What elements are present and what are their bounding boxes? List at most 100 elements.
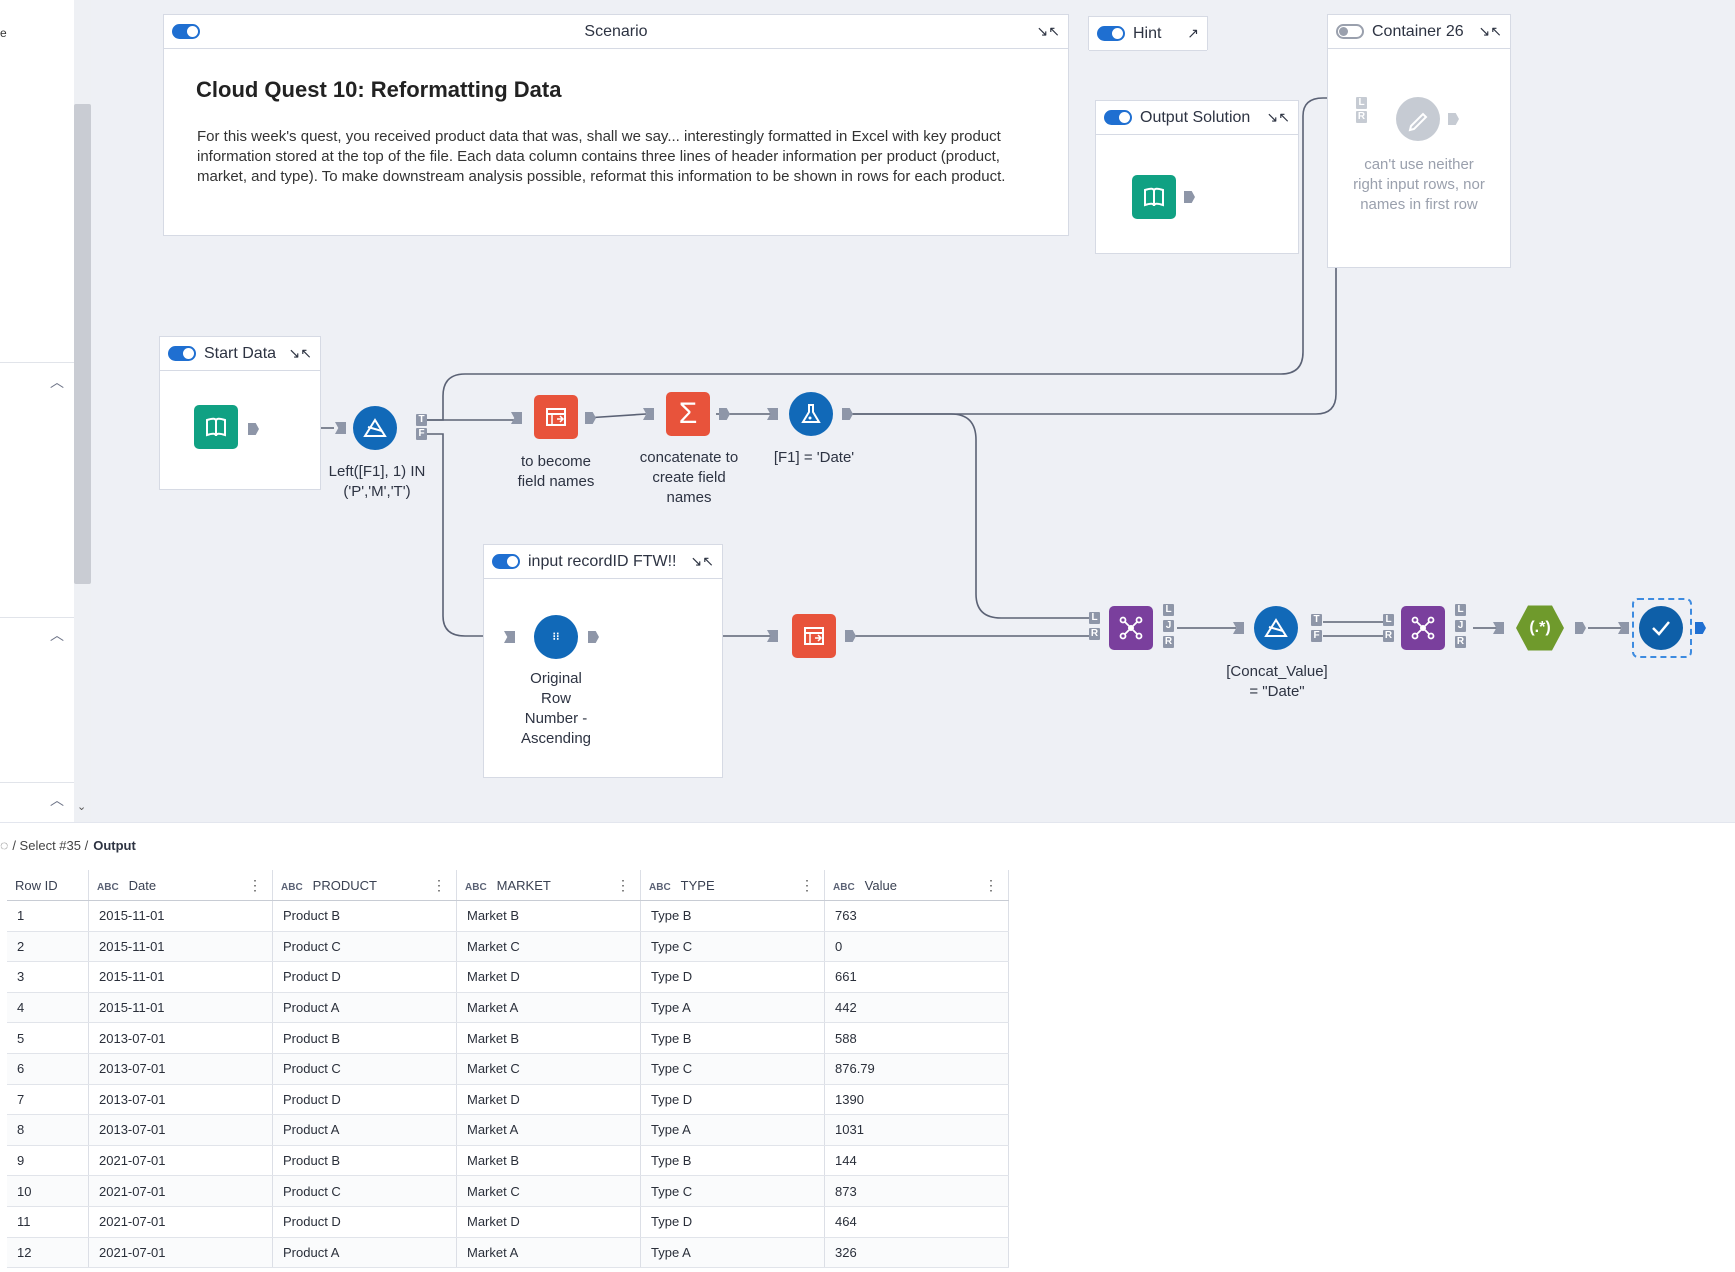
- table-cell[interactable]: Type C: [640, 1175, 825, 1207]
- output-anchor[interactable]: [842, 408, 853, 420]
- anchor-r[interactable]: R: [1356, 111, 1367, 123]
- table-cell[interactable]: 3: [7, 961, 89, 993]
- table-cell[interactable]: 6: [7, 1053, 89, 1085]
- table-cell[interactable]: 1: [7, 900, 89, 932]
- expand-icon[interactable]: ↗: [1187, 25, 1199, 41]
- anchor-j[interactable]: J: [1455, 620, 1466, 632]
- table-cell[interactable]: 763: [824, 900, 1009, 932]
- table-cell[interactable]: Market C: [456, 931, 641, 963]
- column-menu-icon[interactable]: ⋮: [616, 877, 630, 893]
- column-menu-icon[interactable]: ⋮: [984, 877, 998, 893]
- start-data-container[interactable]: Start Data ↘↖: [159, 336, 321, 490]
- output-anchor[interactable]: [719, 408, 730, 420]
- input-data-tool[interactable]: [194, 405, 238, 449]
- table-cell[interactable]: 2015-11-01: [88, 992, 273, 1024]
- scenario-container[interactable]: Scenario ↘↖ Cloud Quest 10: Reformatting…: [163, 14, 1069, 236]
- input-recordid-toggle[interactable]: [492, 554, 520, 569]
- table-cell[interactable]: 876.79: [824, 1053, 1009, 1085]
- container-26-header[interactable]: Container 26 ↘↖: [1328, 15, 1510, 49]
- scroll-down-icon[interactable]: ⌄: [77, 801, 87, 813]
- column-menu-icon[interactable]: ⋮: [800, 877, 814, 893]
- anchor-r[interactable]: R: [1383, 630, 1394, 642]
- table-cell[interactable]: Type B: [640, 900, 825, 932]
- table-cell[interactable]: Market D: [456, 1206, 641, 1238]
- table-cell[interactable]: 2021-07-01: [88, 1237, 273, 1269]
- table-cell[interactable]: Product A: [272, 1114, 457, 1146]
- table-cell[interactable]: 873: [824, 1175, 1009, 1207]
- table-cell[interactable]: Market D: [456, 961, 641, 993]
- table-cell[interactable]: Type B: [640, 1145, 825, 1177]
- table-cell[interactable]: 12: [7, 1237, 89, 1269]
- join-tool[interactable]: [1109, 606, 1153, 650]
- table-cell[interactable]: 9: [7, 1145, 89, 1177]
- start-data-header[interactable]: Start Data ↘↖: [160, 337, 320, 371]
- table-cell[interactable]: Market A: [456, 992, 641, 1024]
- table-cell[interactable]: Market D: [456, 1084, 641, 1116]
- anchor-l[interactable]: L: [1455, 604, 1466, 616]
- breadcrumb-icon[interactable]: ◌: [0, 837, 9, 853]
- scenario-header[interactable]: Scenario ↘↖: [164, 15, 1068, 49]
- table-cell[interactable]: Market C: [456, 1053, 641, 1085]
- output-anchor[interactable]: [845, 630, 856, 642]
- filter-tool[interactable]: [1254, 606, 1298, 650]
- table-cell[interactable]: 588: [824, 1022, 1009, 1054]
- chevron-up-icon[interactable]: ︿: [50, 792, 64, 808]
- table-cell[interactable]: 2: [7, 931, 89, 963]
- table-cell[interactable]: 2015-11-01: [88, 961, 273, 993]
- regex-tool[interactable]: (.*): [1516, 605, 1564, 651]
- table-cell[interactable]: 7: [7, 1084, 89, 1116]
- table-cell[interactable]: Product C: [272, 1175, 457, 1207]
- output-anchor[interactable]: [1184, 191, 1195, 203]
- input-anchor[interactable]: [1618, 622, 1629, 634]
- table-cell[interactable]: 2021-07-01: [88, 1145, 273, 1177]
- table-cell[interactable]: 2015-11-01: [88, 931, 273, 963]
- output-anchor[interactable]: [1575, 622, 1586, 634]
- table-cell[interactable]: Product D: [272, 961, 457, 993]
- table-cell[interactable]: Product A: [272, 992, 457, 1024]
- column-header[interactable]: Row ID: [7, 870, 89, 901]
- anchor-r[interactable]: R: [1089, 628, 1100, 640]
- table-cell[interactable]: Type D: [640, 1206, 825, 1238]
- anchor-l[interactable]: L: [1089, 612, 1100, 624]
- input-anchor[interactable]: [504, 631, 515, 643]
- table-cell[interactable]: Type A: [640, 992, 825, 1024]
- chevron-up-icon[interactable]: ︿: [50, 627, 64, 643]
- chevron-up-icon[interactable]: ︿: [50, 374, 64, 390]
- table-cell[interactable]: 2013-07-01: [88, 1022, 273, 1054]
- table-cell[interactable]: 0: [824, 931, 1009, 963]
- input-recordid-container[interactable]: input recordID FTW!! ↘↖ ⁝⁝ Original Row …: [483, 544, 723, 778]
- table-cell[interactable]: Type B: [640, 1022, 825, 1054]
- table-cell[interactable]: Type C: [640, 1053, 825, 1085]
- input-data-tool[interactable]: [1132, 175, 1176, 219]
- table-cell[interactable]: 2013-07-01: [88, 1053, 273, 1085]
- hint-container[interactable]: Hint ↗: [1088, 16, 1208, 51]
- table-cell[interactable]: Product B: [272, 900, 457, 932]
- table-cell[interactable]: Type D: [640, 1084, 825, 1116]
- collapse-icon[interactable]: ↘↖: [1478, 23, 1502, 39]
- table-cell[interactable]: 1031: [824, 1114, 1009, 1146]
- table-cell[interactable]: Product D: [272, 1084, 457, 1116]
- summarize-tool[interactable]: Σ: [666, 392, 710, 436]
- collapse-icon[interactable]: ↘↖: [288, 345, 312, 361]
- input-anchor[interactable]: [1493, 622, 1504, 634]
- table-cell[interactable]: 464: [824, 1206, 1009, 1238]
- table-cell[interactable]: Type D: [640, 961, 825, 993]
- hint-toggle[interactable]: [1097, 26, 1125, 41]
- filter-tool[interactable]: [353, 406, 397, 450]
- table-cell[interactable]: Market A: [456, 1114, 641, 1146]
- select-tool[interactable]: [534, 395, 578, 439]
- table-cell[interactable]: 442: [824, 992, 1009, 1024]
- output-anchor[interactable]: [585, 412, 596, 424]
- table-cell[interactable]: 144: [824, 1145, 1009, 1177]
- input-anchor[interactable]: [335, 422, 346, 434]
- table-cell[interactable]: Market B: [456, 900, 641, 932]
